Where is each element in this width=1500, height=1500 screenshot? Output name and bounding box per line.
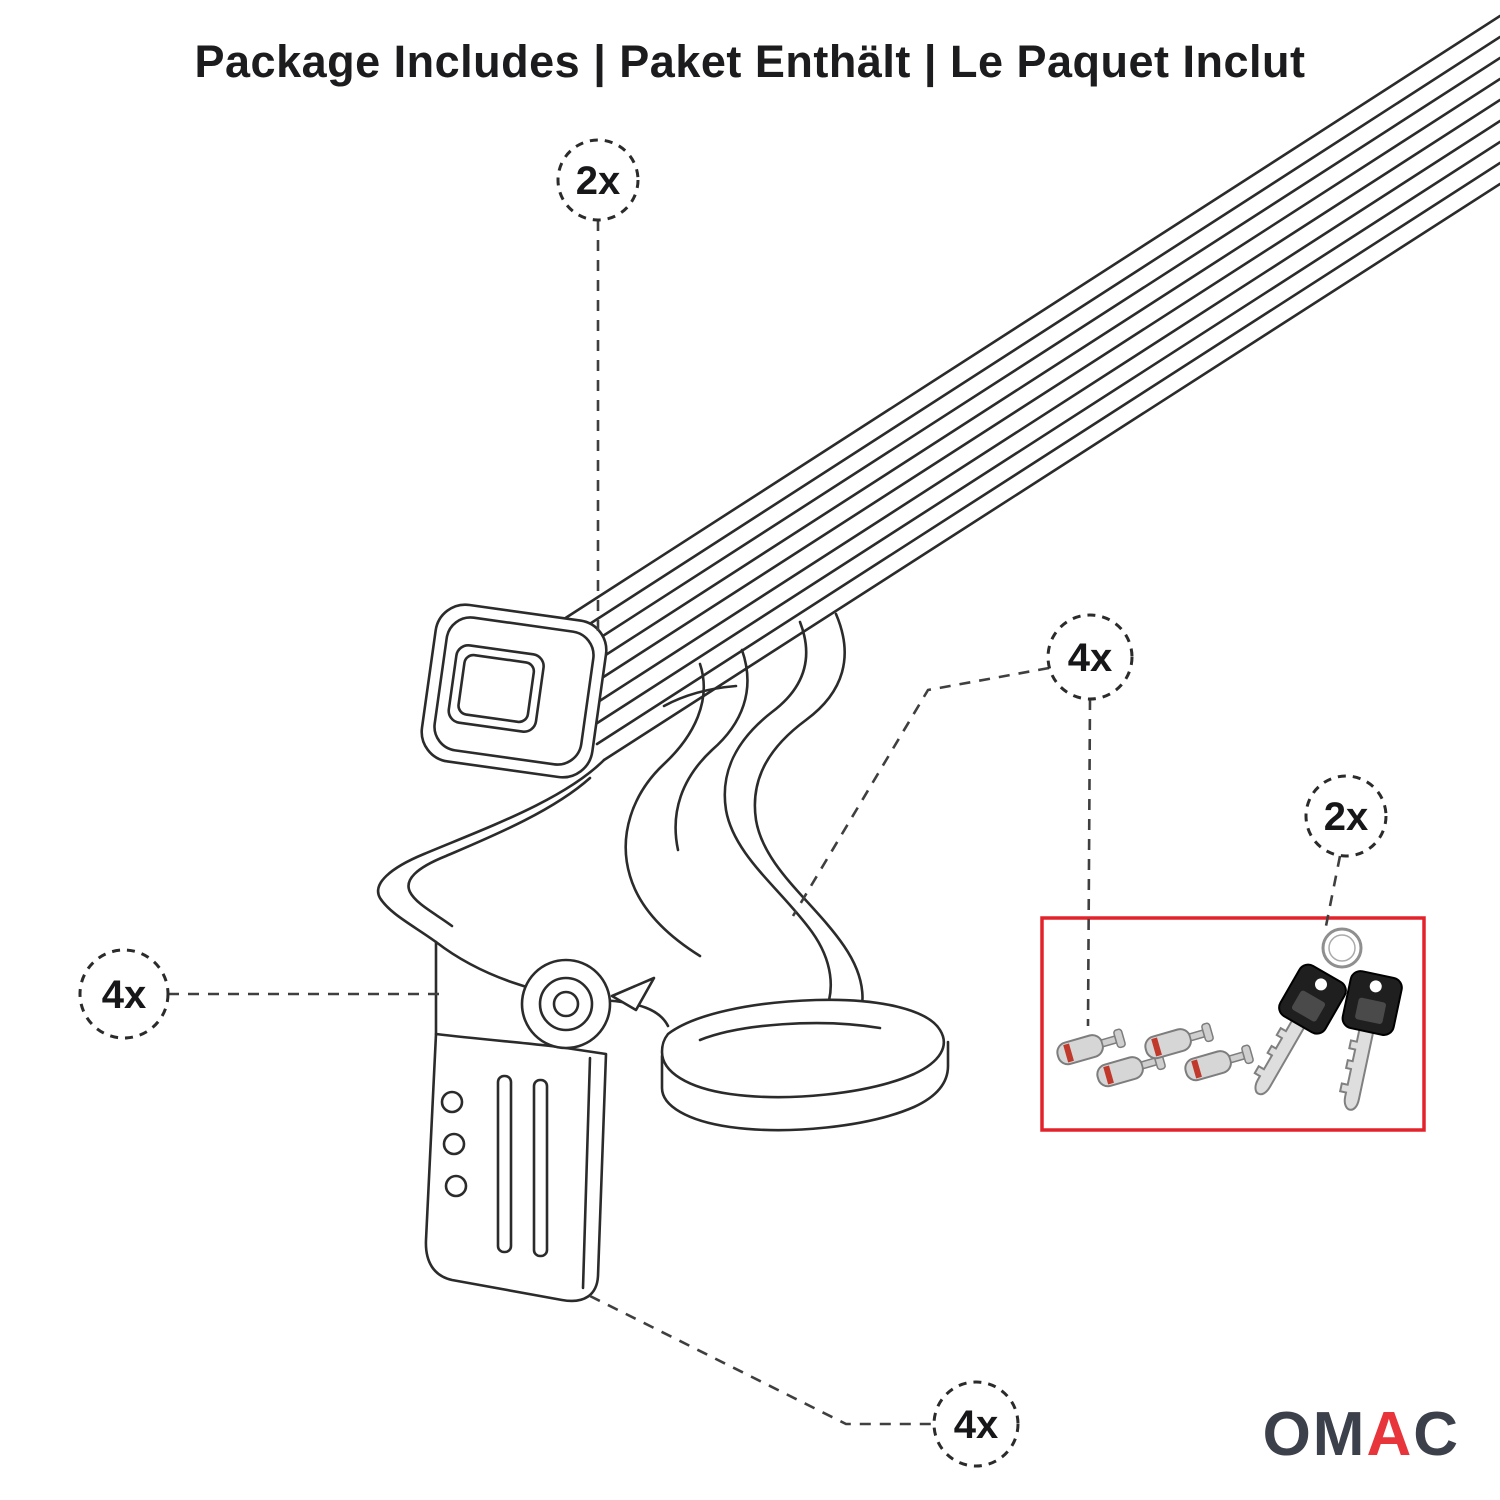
leader-clamp-line	[589, 1294, 932, 1426]
leader-locks-box-line	[1086, 698, 1092, 1027]
leader-locks-line	[791, 666, 1050, 917]
bolt-head	[520, 958, 612, 1050]
brand-logo-prefix: OM	[1262, 1400, 1367, 1469]
callout-crossbar: 2x	[556, 138, 640, 222]
callout-clamp: 4x	[932, 1380, 1020, 1468]
keys-icon	[1253, 927, 1403, 1111]
mounting-foot	[376, 612, 950, 1303]
callout-foot: 4x	[78, 948, 170, 1040]
callout-clamp-label: 4x	[954, 1403, 999, 1447]
callout-locks-label: 4x	[1068, 636, 1113, 680]
arrow-detail	[610, 976, 656, 1012]
callout-keys-label: 2x	[1324, 795, 1369, 839]
crossbar-drawing	[548, 14, 1500, 762]
brand-logo: OMAC	[1263, 1404, 1460, 1466]
lock-cylinders-icon	[1056, 1022, 1254, 1088]
callout-foot-label: 4x	[102, 973, 147, 1017]
clamp-bracket	[424, 1032, 608, 1303]
keyring-icon	[1321, 927, 1363, 969]
brand-logo-suffix: C	[1413, 1400, 1460, 1469]
callout-keys: 2x	[1304, 774, 1388, 858]
brand-logo-accent: A	[1366, 1400, 1414, 1469]
end-cap	[420, 603, 608, 779]
callout-locks: 4x	[1046, 613, 1134, 701]
keyring-inner	[1328, 934, 1356, 962]
key-back	[1338, 970, 1403, 1111]
key-front	[1253, 963, 1347, 1096]
callout-crossbar-label: 2x	[576, 159, 621, 203]
leader-keys-line	[1324, 855, 1342, 927]
parts-box	[1040, 916, 1426, 1132]
base-pad	[660, 998, 950, 1132]
page-title: Package Includes | Paket Enthält | Le Pa…	[194, 36, 1306, 87]
